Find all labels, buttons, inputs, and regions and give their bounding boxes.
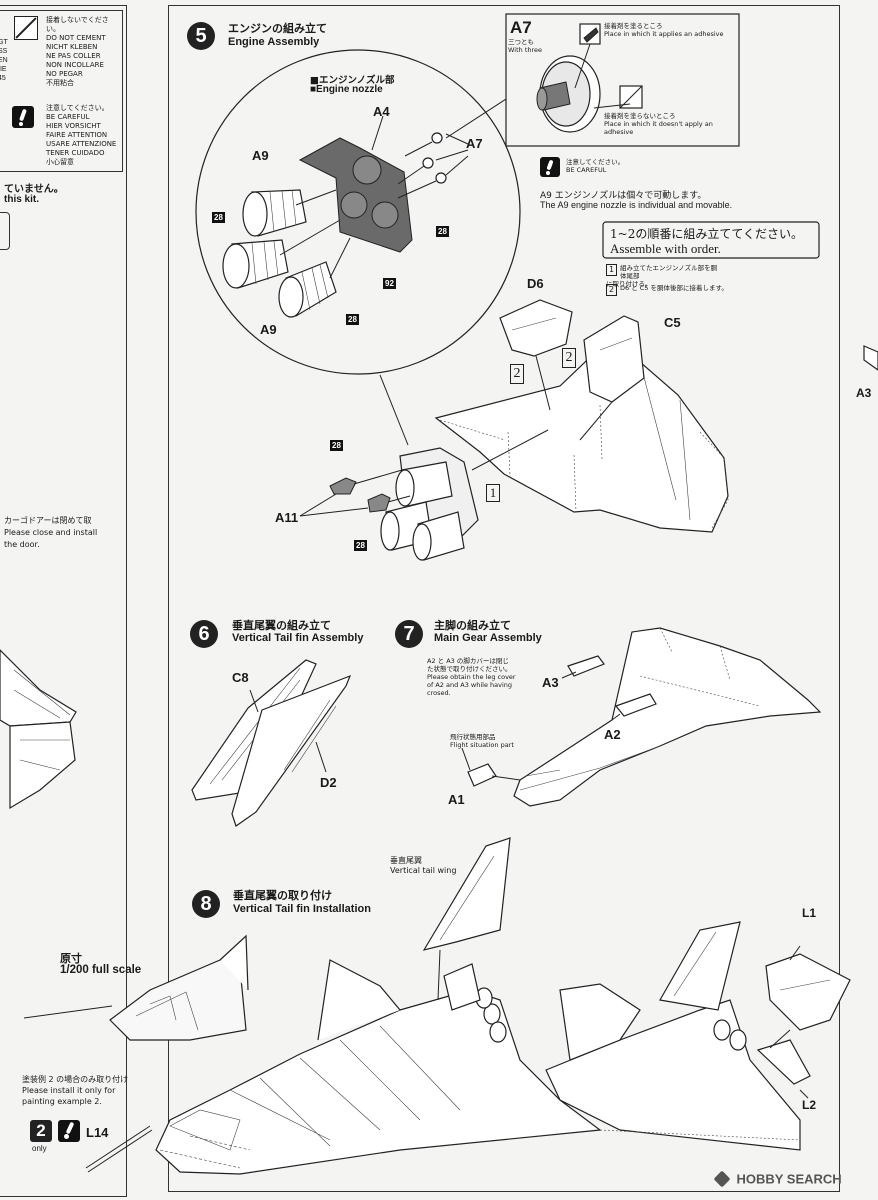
order-step2: 2 D6 と C5 を胴体後部に接着します。 <box>606 284 728 296</box>
label-a11: A11 <box>275 510 299 525</box>
scale-note-jp: 原寸 <box>60 952 82 965</box>
label-l1: L1 <box>802 906 817 920</box>
kit-note-jp: ていません。 <box>4 184 64 195</box>
label-a9-top: A9 <box>252 148 269 163</box>
hobby-search-icon <box>713 1170 731 1188</box>
step8-title-jp: 垂直尾翼の取り付け <box>233 889 332 902</box>
label-l2: L2 <box>802 1098 817 1112</box>
label-d2: D2 <box>320 775 337 790</box>
label-d6: D6 <box>527 276 544 291</box>
label-c8: C8 <box>232 670 249 685</box>
label-c5: C5 <box>664 315 681 330</box>
tag-28-e: 28 <box>354 540 367 551</box>
no-cement-icon <box>14 16 38 40</box>
label-a1: A1 <box>448 792 465 807</box>
nozzle-heading-jp: ■エンジンノズル部 <box>310 75 395 86</box>
careful-a9-label: 注意してください。BE CAREFUL <box>566 158 625 174</box>
step5-number: 5 <box>187 22 215 50</box>
hobby-search-text: HOBBY SEARCH <box>736 1171 842 1187</box>
be-careful-icon <box>12 106 34 128</box>
label-l14: L14 <box>86 1125 109 1140</box>
left-panel-border <box>0 5 127 1197</box>
careful-a9-note-jp: A9 エンジンノズルは個々で可動します。 <box>540 191 707 201</box>
no-cement-box <box>0 10 123 172</box>
left-partial-drawing <box>0 649 77 810</box>
step7-title-en: Main Gear Assembly <box>434 632 542 644</box>
order-step1: 1 組み立てたエンジンノズル部を胴体尾部に取り付ける。 <box>606 264 718 288</box>
step5-title-en: Engine Assembly <box>228 36 320 48</box>
step5-title-jp: エンジンの組み立て <box>228 22 327 35</box>
painting-num-badge: 2 <box>30 1120 52 1142</box>
order-box-2a-marker: 2 <box>510 364 524 384</box>
nozzle-heading-en: ■Engine nozzle <box>310 84 383 95</box>
tag-28-c: 28 <box>346 314 359 325</box>
step6-title-jp: 垂直尾翼の組み立て <box>232 619 331 632</box>
scale-note-en: 1/200 full scale <box>60 964 142 976</box>
label-a3: A3 <box>542 675 559 690</box>
right-edge-a3: A3 <box>856 386 872 400</box>
main-panel-border <box>168 5 840 1192</box>
careful-a9-note-en: The A9 engine nozzle is individual and m… <box>540 200 733 210</box>
label-a7: A7 <box>466 136 483 151</box>
step7-title-jp: 主脚の組み立て <box>434 619 511 632</box>
label-a4: A4 <box>373 104 390 119</box>
tag-92: 92 <box>383 278 396 289</box>
careful-a9-icon <box>540 157 560 177</box>
a7-box-label: A7 <box>510 18 532 37</box>
label-a2: A2 <box>604 727 621 742</box>
tag-28-b: 28 <box>436 226 449 237</box>
order-box-2b-marker: 2 <box>562 348 576 368</box>
order-box-jp: 1~2の順番に組み立ててください。 <box>610 227 803 241</box>
tag-28-d: 28 <box>330 440 343 451</box>
step7-number: 7 <box>395 620 423 648</box>
painting-only: only <box>32 1144 47 1153</box>
order-box-en: Assemble with order. <box>610 241 721 256</box>
brush-icon <box>58 1120 80 1142</box>
step8-title-en: Vertical Tail fin Installation <box>233 903 371 915</box>
label-a9-bot: A9 <box>260 322 277 337</box>
step6-number: 6 <box>190 620 218 648</box>
kit-note-bracket <box>0 212 10 250</box>
kit-note-en: this kit. <box>4 194 40 205</box>
hobby-search-logo: HOBBY SEARCH <box>713 1170 842 1188</box>
order-box-1-marker: 1 <box>486 484 500 502</box>
tag-28-a: 28 <box>212 212 225 223</box>
cut-codes: GTSSENIIE45 <box>0 39 8 82</box>
step7-note: A2 と A3 の脚カバーは閉じた状態で取り付けください。Please obta… <box>427 657 516 697</box>
step6-title-en: Vertical Tail fin Assembly <box>232 632 364 644</box>
step8-number: 8 <box>192 890 220 918</box>
